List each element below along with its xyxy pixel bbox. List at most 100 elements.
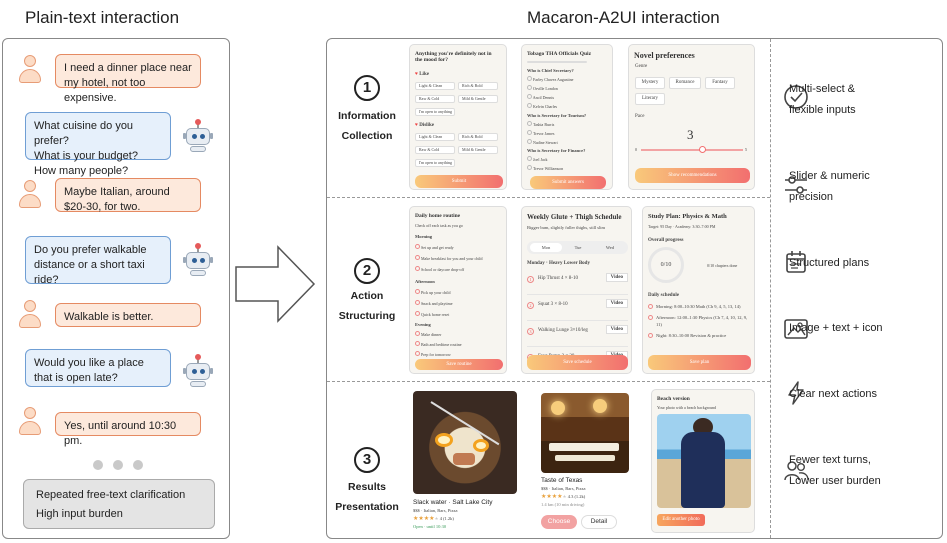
chip[interactable]: Raw & Cold: [415, 146, 455, 154]
workout-schedule-card: Weekly Glute + Thigh Schedule Bigger bum…: [521, 206, 632, 374]
schedule-list: Morning: 8:00–10:30 Math (Ch 9, 4, 5, 13…: [648, 303, 752, 339]
chip[interactable]: Rich & Bold: [458, 82, 498, 90]
card-title: Anything you're definitely not in the mo…: [415, 51, 492, 63]
star-icon: ★★★★: [413, 516, 435, 522]
food-preference-card: Anything you're definitely not in the mo…: [409, 44, 507, 190]
chip[interactable]: Light & Clean: [415, 82, 455, 90]
study-plan-card: Study Plan: Physics & Math Target: 95 Da…: [642, 206, 755, 374]
ellipsis-dots: [93, 457, 153, 470]
submit-button[interactable]: Submit: [415, 175, 503, 188]
genre-chip[interactable]: Mystery: [635, 77, 665, 89]
group-label: Morning: [415, 234, 433, 239]
burden-line-2: High input burden: [36, 508, 123, 520]
ramen-photo: [413, 391, 517, 494]
restaurant-meta: $$$ · Italian, Bars, Pizza: [413, 508, 458, 513]
chat-bubble-user: I need a dinner place near my hotel, not…: [55, 54, 201, 104]
save-schedule-button[interactable]: Save schedule: [527, 355, 628, 370]
card-subtitle: Your photo with a beach background: [657, 405, 717, 410]
quiz-options: Joel Jack Trevor Williamson: [527, 155, 563, 173]
a2ui-panel: 1 Information Collection 2 Action Struct…: [326, 38, 943, 539]
quiz-question: Who is Secretary for Tourism?: [527, 113, 587, 118]
tab-wed[interactable]: Wed: [605, 245, 615, 250]
chat-bubble-bot: Would you like a place that is open late…: [25, 349, 171, 387]
feature-label: Slider & numeric precision: [789, 170, 870, 203]
tab-tue[interactable]: Tue: [574, 245, 582, 250]
like-label: ♥ Like: [415, 72, 429, 77]
plain-text-panel: I need a dinner place near my hotel, not…: [2, 38, 230, 539]
restaurant-name: Taste of Texas: [541, 477, 583, 484]
slider-icon: [785, 176, 807, 194]
novel-preferences-card: Novel preferences Genre Mystery Romance …: [628, 44, 755, 190]
chip[interactable]: Mild & Gentle: [458, 146, 498, 154]
submit-answers-button[interactable]: Submit answers: [530, 176, 606, 189]
slider-max: 5: [745, 147, 747, 152]
chat-bubble-user: Walkable is better.: [55, 303, 201, 327]
exercise-row: 3 Walking Lunge 3×10/leg Video: [527, 324, 628, 347]
check-circle-icon: [784, 85, 808, 109]
card-subtitle: Target: 95 Day · Academy: 3:30–7:00 PM: [648, 224, 716, 229]
task-list[interactable]: Set up and get ready Make breakfast for …: [415, 242, 483, 275]
show-recommendations-button[interactable]: Show recommendations: [635, 168, 750, 183]
video-button[interactable]: Video: [605, 273, 628, 282]
task-list[interactable]: Make dinner Bath and bedtime routine Pre…: [415, 330, 462, 360]
save-routine-button[interactable]: Save routine: [415, 359, 503, 370]
right-section-title: Macaron-A2UI interaction: [527, 8, 720, 27]
card-subtitle: Check off each task as you go: [415, 223, 463, 228]
chip[interactable]: I'm open to anything: [415, 159, 455, 167]
progress-label: Overall progress: [648, 238, 684, 243]
slider-value: 3: [687, 127, 694, 142]
video-button[interactable]: Video: [605, 299, 628, 308]
task-list[interactable]: Pick up your child Snack and playtime Qu…: [415, 287, 453, 320]
heart-icon: ♥: [415, 123, 418, 128]
step-number: 2: [354, 258, 380, 284]
feature-label: Image + text + icon: [789, 322, 883, 334]
tab-mon[interactable]: Mon: [530, 243, 562, 252]
save-plan-button[interactable]: Save plan: [648, 355, 751, 370]
detail-button[interactable]: Detail: [581, 515, 617, 529]
edit-another-photo-button[interactable]: Edit another photo: [657, 514, 705, 526]
step-label: Action Structuring: [338, 290, 396, 322]
pace-label: Pace: [635, 114, 645, 119]
progress-ring: 0/10: [648, 247, 684, 283]
burden-summary-box: Repeated free-text clarification High in…: [23, 479, 215, 529]
quiz-options: Tashia Burris Trevor James Nadine Stewar…: [527, 120, 558, 147]
user-avatar: [18, 407, 42, 437]
left-section-title: Plain-text interaction: [25, 8, 180, 27]
card-title: Weekly Glute + Thigh Schedule: [527, 213, 622, 221]
feature-label: Structured plans: [789, 257, 870, 269]
user-avatar: [18, 180, 42, 210]
card-title: Novel preferences: [634, 51, 695, 60]
genre-chip[interactable]: Fantasy: [705, 77, 735, 89]
chip[interactable]: Light & Clean: [415, 133, 455, 141]
chip[interactable]: Mild & Gentle: [458, 95, 498, 103]
choose-button[interactable]: Choose: [541, 515, 577, 529]
star-icon: ★★★★: [541, 494, 563, 500]
feature-label: Multi-select & flexible inputs: [789, 83, 856, 116]
beach-photo: [657, 414, 751, 508]
row-divider: [327, 197, 770, 198]
genre-chip[interactable]: Romance: [669, 77, 701, 89]
image-icon: [784, 319, 808, 339]
step-number: 1: [354, 75, 380, 101]
rating: ★★★★★ 4 (1.2k): [413, 516, 454, 522]
quiz-options: Farley Chavez Augustine Orville London A…: [527, 75, 573, 111]
pace-slider-track[interactable]: [641, 149, 743, 151]
quiz-card: Tobago THA Officials Quiz Who is Chief S…: [521, 44, 613, 190]
chapters-done: 0/10 chapters done: [707, 263, 738, 268]
step-label: Information Collection: [338, 110, 396, 142]
video-button[interactable]: Video: [605, 325, 628, 334]
chat-bubble-bot: What cuisine do you prefer? What is your…: [25, 112, 171, 177]
group-label: Evening: [415, 322, 431, 327]
chat-bubble-user: Yes, until around 10:30 pm.: [55, 412, 201, 447]
chip[interactable]: I'm open to anything: [415, 108, 455, 116]
genre-chip[interactable]: Literary: [635, 93, 665, 105]
chip[interactable]: Raw & Cold: [415, 95, 455, 103]
pace-slider-thumb[interactable]: [699, 146, 706, 153]
exercise-list: 1 Hip Thrust 4 × 8-10 Video 2 Squat 3 × …: [527, 272, 628, 368]
daily-routine-card: Daily home routine Check off each task a…: [409, 206, 507, 374]
chip[interactable]: Rich & Bold: [458, 133, 498, 141]
lightning-icon: [788, 381, 804, 405]
users-icon: [784, 461, 809, 481]
user-avatar: [18, 55, 42, 85]
transition-arrow-icon: [235, 245, 316, 323]
